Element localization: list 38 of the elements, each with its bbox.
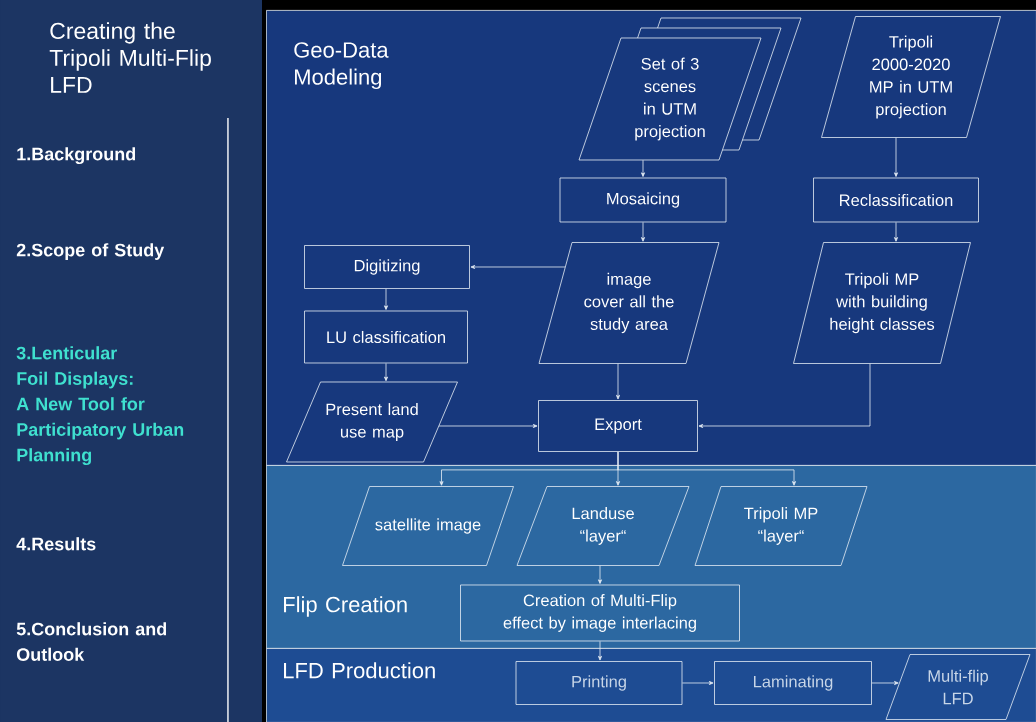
menu-item: 2.Scope of Study xyxy=(16,243,165,260)
menu-item: 1.Background xyxy=(17,147,136,165)
arrow xyxy=(384,363,388,382)
data-parallelogram: Landuse “layer“ xyxy=(516,486,690,566)
arrow xyxy=(871,681,899,685)
data-parallelogram: Multi-flip LFD xyxy=(885,654,1031,720)
arrow xyxy=(894,222,898,242)
data-parallelogram: satellite image xyxy=(342,486,514,566)
arrow xyxy=(384,288,388,310)
process-box: Digitizing xyxy=(304,245,470,289)
stacked-data-parallelogram: Set of 3 scenes in UTM projection xyxy=(578,17,802,161)
data-parallelogram: Tripoli 2000-2020 MP in UTM projection xyxy=(821,16,1001,138)
data-parallelogram: Tripoli MP “layer“ xyxy=(694,486,868,566)
arrow xyxy=(698,363,871,428)
menu-item: 5.Conclusion and Outlook xyxy=(16,622,167,661)
arrow xyxy=(598,565,602,584)
process-box: Laminating xyxy=(714,661,872,705)
arrow xyxy=(682,681,714,685)
arrow xyxy=(438,424,538,428)
process-box: Printing xyxy=(515,661,683,705)
data-parallelogram: Tripoli MP with building height classes xyxy=(793,242,971,364)
data-parallelogram: Present land use map xyxy=(286,381,458,463)
arrow xyxy=(641,159,645,177)
menu-item: 4.Results xyxy=(16,537,96,551)
arrow xyxy=(617,451,796,486)
process-box: Reclassification xyxy=(813,177,979,223)
arrow xyxy=(616,363,620,400)
arrow xyxy=(470,265,566,269)
arrow xyxy=(641,222,645,242)
process-box: Mosaicing xyxy=(559,177,727,223)
process-box: Export xyxy=(538,400,698,452)
sidebar-title: Creating the Tripoli Multi-Flip LFD xyxy=(49,22,211,93)
arrow xyxy=(598,641,602,661)
data-parallelogram: image cover all the study area xyxy=(538,242,720,364)
menu-item: 3.Lenticular Foil Displays: A New Tool for Participatory Urban Planning xyxy=(16,346,184,466)
arrow xyxy=(894,137,898,177)
process-box: LU classification xyxy=(304,310,468,364)
process-box: Creation of Multi-Flip effect by image interlacing xyxy=(460,584,740,642)
